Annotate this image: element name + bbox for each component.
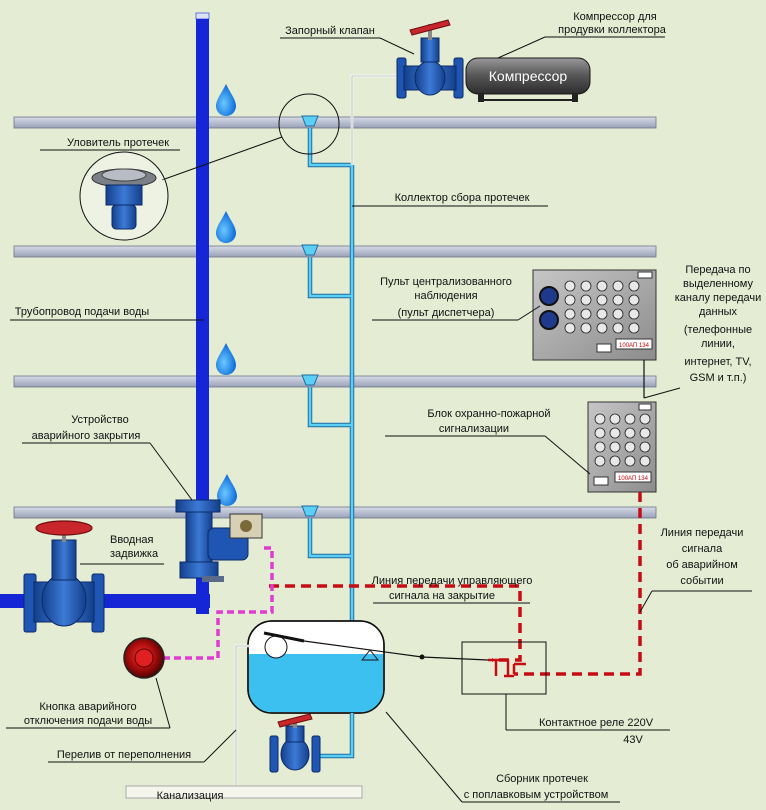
svg-text:интернет, TV,: интернет, TV, <box>684 356 751 368</box>
alarm-tag: 100АП 134 <box>618 476 649 482</box>
leak-tank <box>247 620 385 714</box>
tank-label-line-1: Сборник протечек <box>496 773 588 785</box>
drain-valve <box>269 713 321 773</box>
console-tag: 100АП 134 <box>619 343 650 349</box>
control-line-label-line-2: сигнала на закрытие <box>389 590 495 602</box>
dispatcher-console: 100АП 134 <box>532 269 657 361</box>
button-link-line <box>163 546 274 660</box>
water-drop-icon <box>217 474 237 506</box>
leak-catcher-label: Уловитель протечек <box>67 137 169 149</box>
shutoff-valve-label: Запорный клапан <box>285 25 375 37</box>
water-drop-icon <box>216 84 236 116</box>
compressor-caption-line-1: Компрессор для <box>573 11 657 23</box>
console-label-line-2: наблюдения <box>414 290 477 302</box>
drain-pipe <box>318 713 354 758</box>
emergency-device-label-line-1: Устройство <box>71 414 129 426</box>
inlet-valve-label-line-1: Вводная <box>110 534 154 546</box>
floor-slab-3 <box>13 375 657 388</box>
sewer-label: Канализация <box>157 790 224 802</box>
compressor-icon <box>465 57 591 95</box>
svg-text:Линия передачи: Линия передачи <box>661 527 744 539</box>
floor-slabs <box>13 116 657 519</box>
float-link <box>303 640 423 658</box>
alarm-block-label-line-2: сигнализации <box>439 423 509 435</box>
water-drops <box>216 84 237 506</box>
water-level-marker <box>360 649 380 661</box>
svg-text:(телефонные: (телефонные <box>684 324 752 336</box>
compressor-caption-line-2: продувки коллектора <box>558 24 667 36</box>
inlet-valve <box>23 520 105 633</box>
emergency-device-label-line-2: аварийного закрытия <box>32 430 141 442</box>
emergency-button-label-line-1: Кнопка аварийного <box>39 701 136 713</box>
svg-text:выделенному: выделенному <box>683 278 753 290</box>
alarm-block: 100АП 134 <box>587 401 657 493</box>
collector-label: Коллектор сбора протечек <box>395 192 530 204</box>
sewer-pipe <box>125 785 363 799</box>
svg-text:линии,: линии, <box>701 338 735 350</box>
shutoff-valve <box>396 19 464 99</box>
valve-icon <box>35 520 93 536</box>
alarm-signal-line <box>514 492 642 676</box>
float-icon <box>264 635 288 659</box>
relay-label-line-1: Контактное реле 220V <box>539 717 654 729</box>
relay-label-line-2: 43V <box>623 734 643 746</box>
floor-slab-1 <box>13 116 657 129</box>
svg-text:об аварийном: об аварийном <box>666 559 738 571</box>
tank-water <box>249 654 383 712</box>
svg-text:данных: данных <box>699 306 738 318</box>
leak-catcher-icon <box>91 168 157 230</box>
inlet-valve-label-line-2: задвижка <box>110 548 159 560</box>
relay-icon <box>461 641 547 695</box>
alarm-signal-label: Линия передачи сигнала об аварийном собы… <box>661 527 744 587</box>
emergency-button <box>123 637 165 679</box>
svg-text:GSM и т.п.): GSM и т.п.) <box>690 372 747 384</box>
collector-pipe <box>308 128 354 621</box>
leak-catcher <box>79 93 340 241</box>
svg-text:событии: событии <box>680 575 723 587</box>
water-pipe-label: Трубопровод подачи воды <box>15 306 149 318</box>
water-drop-icon <box>216 211 236 243</box>
valve-icon <box>409 19 451 36</box>
valve-icon <box>277 713 313 728</box>
floor-drains <box>301 115 319 517</box>
transmission-label: Передача по выделенному каналу передачи … <box>675 264 762 384</box>
emergency-button-label-line-2: отключения подачи воды <box>24 715 152 727</box>
svg-text:сигнала: сигнала <box>682 543 723 555</box>
water-drop-icon <box>216 343 236 375</box>
control-line-label-line-1: Линия передачи управляющего <box>372 575 533 587</box>
contact-relay <box>461 641 547 695</box>
console-label-line-3: (пульт диспетчера) <box>398 307 495 319</box>
emergency-shutdown-device <box>175 499 263 582</box>
floor-slab-4 <box>13 506 657 519</box>
overflow-label: Перелив от переполнения <box>57 749 191 761</box>
console-label-line-1: Пульт централизованного <box>380 276 512 288</box>
riser-cap <box>195 12 210 20</box>
tank-label-line-2: с поплавковым устройством <box>464 789 609 801</box>
compressor-body-label: Компрессор <box>489 68 568 84</box>
floor-slab-2 <box>13 245 657 258</box>
svg-text:каналу передачи: каналу передачи <box>675 292 762 304</box>
alarm-block-label-line-1: Блок охранно-пожарной <box>427 408 550 420</box>
compressor: Компрессор <box>465 57 591 102</box>
svg-text:Передача по: Передача по <box>685 264 750 276</box>
